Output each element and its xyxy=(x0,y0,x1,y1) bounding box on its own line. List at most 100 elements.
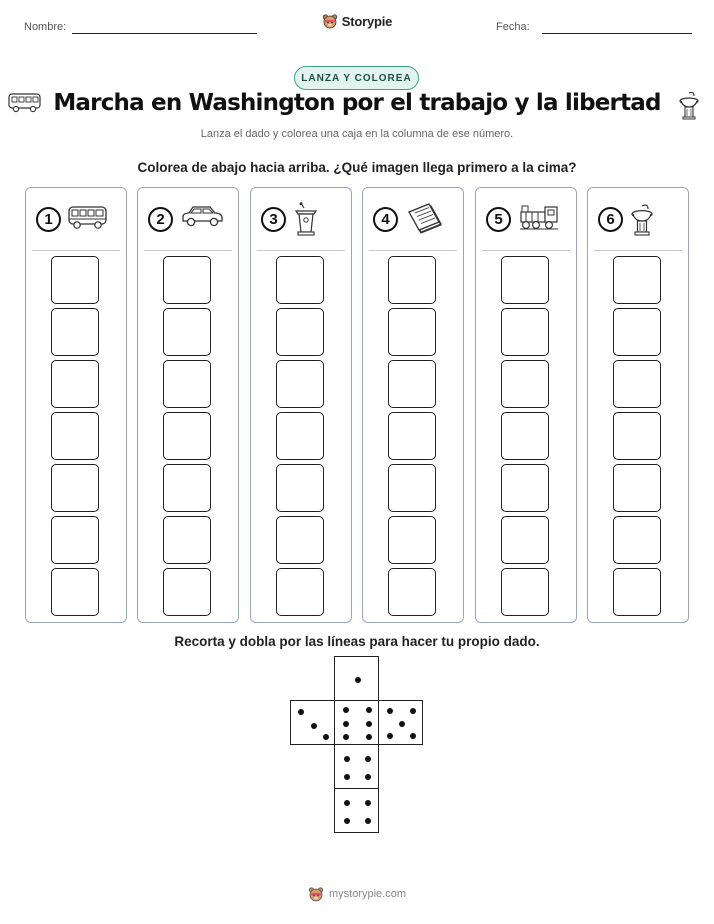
color-box[interactable] xyxy=(388,516,436,564)
column-number: 1 xyxy=(36,207,61,232)
color-box[interactable] xyxy=(613,412,661,460)
pip xyxy=(409,733,416,740)
color-box[interactable] xyxy=(51,308,99,356)
color-box[interactable] xyxy=(388,360,436,408)
subtitle: Lanza el dado y colorea una caja en la c… xyxy=(200,128,514,140)
pip xyxy=(409,707,416,714)
car-icon xyxy=(180,202,224,235)
color-box[interactable] xyxy=(51,516,99,564)
color-box[interactable] xyxy=(613,308,661,356)
column-number: 4 xyxy=(373,207,398,232)
pip xyxy=(364,755,371,762)
bear-mascot-icon xyxy=(308,887,324,902)
activity-badge: LANZA Y COLOREA xyxy=(294,66,419,90)
color-box[interactable] xyxy=(276,308,324,356)
color-box[interactable] xyxy=(501,308,549,356)
color-box[interactable] xyxy=(51,360,99,408)
bus-icon xyxy=(8,93,41,113)
column-header: 3 xyxy=(251,202,351,238)
color-box[interactable] xyxy=(501,464,549,512)
date-field[interactable] xyxy=(542,33,692,34)
color-box[interactable] xyxy=(276,464,324,512)
column-header: 6 xyxy=(588,202,688,238)
logo-text: Storypie xyxy=(341,13,393,29)
color-box[interactable] xyxy=(163,412,211,460)
name-field[interactable] xyxy=(72,33,257,34)
instruction-bottom: Recorta y dobla por las líneas para hace… xyxy=(174,634,540,649)
column-divider xyxy=(594,250,682,251)
color-box[interactable] xyxy=(51,256,99,304)
storypie-logo: Storypie xyxy=(0,13,714,29)
dice-face-6 xyxy=(334,700,379,745)
color-box[interactable] xyxy=(51,412,99,460)
pip xyxy=(398,720,405,727)
color-box[interactable] xyxy=(613,256,661,304)
column-2: 2 xyxy=(137,187,239,623)
color-box[interactable] xyxy=(163,568,211,616)
color-box[interactable] xyxy=(388,308,436,356)
color-box[interactable] xyxy=(501,360,549,408)
document-stack-icon xyxy=(405,202,445,241)
color-box[interactable] xyxy=(163,464,211,512)
pip xyxy=(323,734,330,740)
color-box[interactable] xyxy=(501,568,549,616)
column-divider xyxy=(369,250,457,251)
color-box[interactable] xyxy=(388,464,436,512)
bear-mascot-icon xyxy=(322,14,337,29)
water-fountain-icon xyxy=(630,202,654,241)
pip xyxy=(387,733,394,740)
color-box[interactable] xyxy=(276,568,324,616)
date-label: Fecha: xyxy=(496,21,530,33)
column-5: 5 xyxy=(475,187,577,623)
color-box[interactable] xyxy=(163,256,211,304)
dice-face-4 xyxy=(334,744,379,789)
pip xyxy=(365,720,372,727)
dice-face-4 xyxy=(334,788,379,833)
color-box[interactable] xyxy=(388,256,436,304)
pip xyxy=(343,734,350,740)
column-3: 3 xyxy=(250,187,352,623)
dice-face-3 xyxy=(290,700,335,745)
color-box[interactable] xyxy=(163,308,211,356)
water-fountain-icon xyxy=(679,91,699,120)
color-box[interactable] xyxy=(276,516,324,564)
color-box[interactable] xyxy=(276,256,324,304)
color-box[interactable] xyxy=(51,568,99,616)
dice-face-5 xyxy=(378,700,423,745)
color-box[interactable] xyxy=(388,568,436,616)
color-box[interactable] xyxy=(613,360,661,408)
color-box[interactable] xyxy=(276,412,324,460)
color-box[interactable] xyxy=(163,516,211,564)
dice-face-1 xyxy=(334,656,379,701)
color-box[interactable] xyxy=(501,412,549,460)
column-divider xyxy=(144,250,232,251)
pip xyxy=(344,773,351,780)
pip xyxy=(343,707,350,713)
column-number: 6 xyxy=(598,207,623,232)
column-divider xyxy=(482,250,570,251)
color-box[interactable] xyxy=(613,568,661,616)
page-title: Marcha en Washington por el trabajo y la… xyxy=(53,90,661,116)
color-box[interactable] xyxy=(276,360,324,408)
pip xyxy=(365,734,372,740)
column-divider xyxy=(32,250,120,251)
column-number: 3 xyxy=(261,207,286,232)
podium-icon xyxy=(293,202,319,241)
column-divider xyxy=(257,250,345,251)
pip xyxy=(364,773,371,780)
pip xyxy=(297,709,304,716)
color-box[interactable] xyxy=(51,464,99,512)
column-header: 4 xyxy=(363,202,463,238)
column-number: 5 xyxy=(486,207,511,232)
color-box[interactable] xyxy=(501,516,549,564)
color-box[interactable] xyxy=(388,412,436,460)
color-box[interactable] xyxy=(613,516,661,564)
pip xyxy=(344,817,351,824)
footer-url: mystorypie.com xyxy=(328,888,407,900)
pip xyxy=(343,720,350,727)
color-box[interactable] xyxy=(613,464,661,512)
color-box[interactable] xyxy=(163,360,211,408)
pip xyxy=(365,707,372,713)
footer: mystorypie.com xyxy=(0,886,714,902)
color-box[interactable] xyxy=(501,256,549,304)
